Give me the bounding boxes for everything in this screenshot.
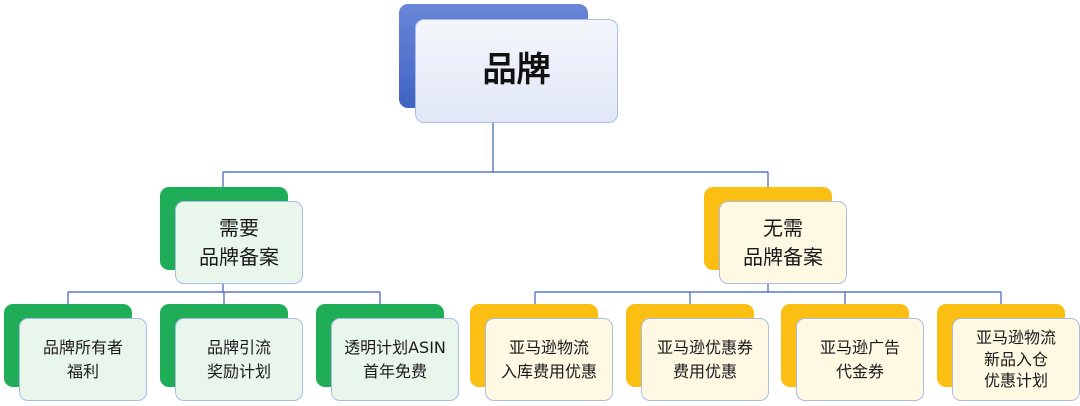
node-label: 亚马逊广告 代金券	[796, 318, 924, 401]
node-label: 无需 品牌备案	[719, 201, 847, 284]
node-label: 品牌引流 奖励计划	[175, 318, 303, 401]
node-label: 品牌所有者 福利	[19, 318, 147, 401]
node-label: 亚马逊物流 新品入仓 优惠计划	[952, 318, 1080, 401]
node-label: 亚马逊物流 入库费用优惠	[485, 318, 613, 401]
node-root-label: 品牌	[415, 19, 618, 123]
node-label: 透明计划ASIN 首年免费	[331, 318, 459, 401]
node-label: 亚马逊优惠券 费用优惠	[641, 318, 769, 401]
node-label: 需要 品牌备案	[175, 201, 303, 284]
